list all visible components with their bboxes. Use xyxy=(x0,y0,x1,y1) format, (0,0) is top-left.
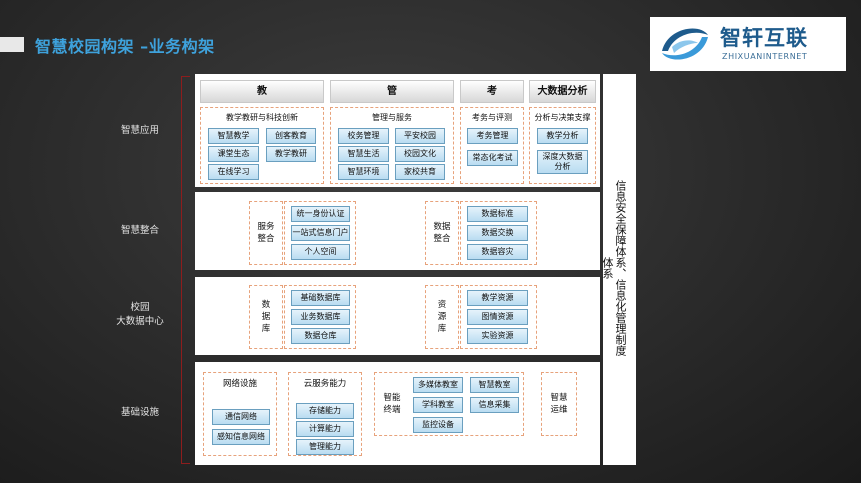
page-title: 智慧校园构架 –业务构架 xyxy=(35,37,215,56)
chip-smart-classroom: 智慧教室 xyxy=(470,377,519,393)
chip-campus-culture: 校园文化 xyxy=(395,146,445,162)
layer-label-integration: 智慧整合 xyxy=(120,225,159,236)
group-label-resource: 资 源 库 xyxy=(437,300,447,334)
chip-management-capability: 管理能力 xyxy=(296,439,354,455)
column-header-teach: 教 xyxy=(200,80,324,103)
chip-teaching-analysis: 教学分析 xyxy=(537,128,588,144)
chip-communication-network: 通信网络 xyxy=(212,409,270,425)
chip-personal-space: 个人空间 xyxy=(291,244,350,260)
chip-school-affairs: 校务管理 xyxy=(338,128,389,144)
chip-multimedia-classroom: 多媒体教室 xyxy=(413,377,463,393)
chip-online-learning: 在线学习 xyxy=(208,164,259,180)
column-manage xyxy=(330,107,454,184)
chip-smart-environment: 智慧环境 xyxy=(338,164,389,180)
group-service-integration xyxy=(284,201,356,265)
column-teach xyxy=(200,107,324,184)
group-smart-ops-label: 智慧 运维 xyxy=(550,393,568,415)
group-label-box-database xyxy=(249,285,283,349)
chip-compute-capability: 计算能力 xyxy=(296,421,354,437)
band-integration xyxy=(195,192,600,270)
group-network xyxy=(203,372,277,456)
group-cloud-title: 云服务能力 xyxy=(303,379,347,389)
chip-data-standard: 数据标准 xyxy=(467,206,528,222)
chip-maker-education: 创客教育 xyxy=(266,128,316,144)
group-database xyxy=(284,285,356,349)
group-label-database: 数 据 库 xyxy=(261,300,271,334)
chip-business-database: 业务数据库 xyxy=(291,309,350,325)
layer-label-infra: 基础设施 xyxy=(120,407,159,418)
chip-storage-capability: 存储能力 xyxy=(296,403,354,419)
chip-data-disaster-recovery: 数据容灾 xyxy=(467,244,528,260)
column-manage-subtitle: 管理与服务 xyxy=(372,113,412,122)
chip-info-collection: 信息采集 xyxy=(470,397,519,413)
column-header-manage: 管 xyxy=(330,80,454,103)
group-label-box-data xyxy=(425,201,459,265)
chip-data-exchange: 数据交换 xyxy=(467,225,528,241)
chip-safe-campus: 平安校园 xyxy=(395,128,445,144)
logo-name-en: ZHIXUANINTERNET xyxy=(722,52,808,61)
layer-bracket xyxy=(181,76,190,464)
logo-swirl-icon xyxy=(662,28,708,60)
group-label-box-resource xyxy=(425,285,459,349)
group-smart-terminal xyxy=(374,372,524,436)
chip-library-resource: 图情资源 xyxy=(467,309,528,325)
group-data-integration xyxy=(460,201,537,265)
chip-teaching-resource: 教学资源 xyxy=(467,290,528,306)
group-smart-ops xyxy=(541,372,577,436)
chip-teaching-research: 教学教研 xyxy=(266,146,316,162)
logo-name-cn: 智轩互联 xyxy=(720,26,808,50)
chip-smart-teaching: 智慧教学 xyxy=(208,128,259,144)
chip-home-school: 家校共育 xyxy=(395,164,445,180)
chip-base-database: 基础数据库 xyxy=(291,290,350,306)
group-cloud xyxy=(288,372,362,456)
title-accent-bar xyxy=(0,37,24,52)
group-label-box-service xyxy=(249,201,283,265)
chip-deep-big-data-analysis: 深度大数据 分析 xyxy=(537,150,588,174)
band-data-center xyxy=(195,277,600,355)
layer-label-data-center: 校园 大数据中心 xyxy=(116,302,164,327)
chip-unified-auth: 统一身份认证 xyxy=(291,206,350,222)
chip-smart-life: 智慧生活 xyxy=(338,146,389,162)
chip-subject-classroom: 学科教室 xyxy=(413,397,463,413)
group-resource xyxy=(460,285,537,349)
security-panel-text: 信息安全保障体系、信息化管理制度体系 xyxy=(601,180,627,356)
company-logo: 智轩互联 ZHIXUANINTERNET xyxy=(650,17,846,71)
column-big-data-subtitle: 分析与决策支撑 xyxy=(534,113,591,122)
chip-lab-resource: 实验资源 xyxy=(467,328,528,344)
chip-exam-management: 考务管理 xyxy=(467,128,518,144)
layer-label-app: 智慧应用 xyxy=(120,125,159,136)
column-teach-subtitle: 教学教研与科技创新 xyxy=(226,113,298,122)
column-big-data xyxy=(529,107,596,184)
security-panel: 信息安全保障体系、信息化管理制度体系 xyxy=(601,74,636,465)
column-exam xyxy=(460,107,524,184)
chip-monitoring-device: 监控设备 xyxy=(413,417,463,433)
group-network-title: 网络设施 xyxy=(222,379,257,389)
chip-classroom-ecology: 课堂生态 xyxy=(208,146,259,162)
chip-sensing-network: 感知信息网络 xyxy=(212,429,270,445)
column-header-exam: 考 xyxy=(460,80,524,103)
chip-regular-exam: 常态化考试 xyxy=(467,150,518,166)
group-label-service-integration: 服务 整合 xyxy=(257,222,275,244)
column-header-big-data: 大数据分析 xyxy=(529,80,596,103)
chip-data-warehouse: 数据仓库 xyxy=(291,328,350,344)
column-exam-subtitle: 考务与评测 xyxy=(472,113,512,122)
group-smart-terminal-label: 智能 终端 xyxy=(383,393,401,415)
group-label-data-integration: 数据 整合 xyxy=(433,222,451,244)
chip-info-portal: 一站式信息门户 xyxy=(291,225,350,241)
